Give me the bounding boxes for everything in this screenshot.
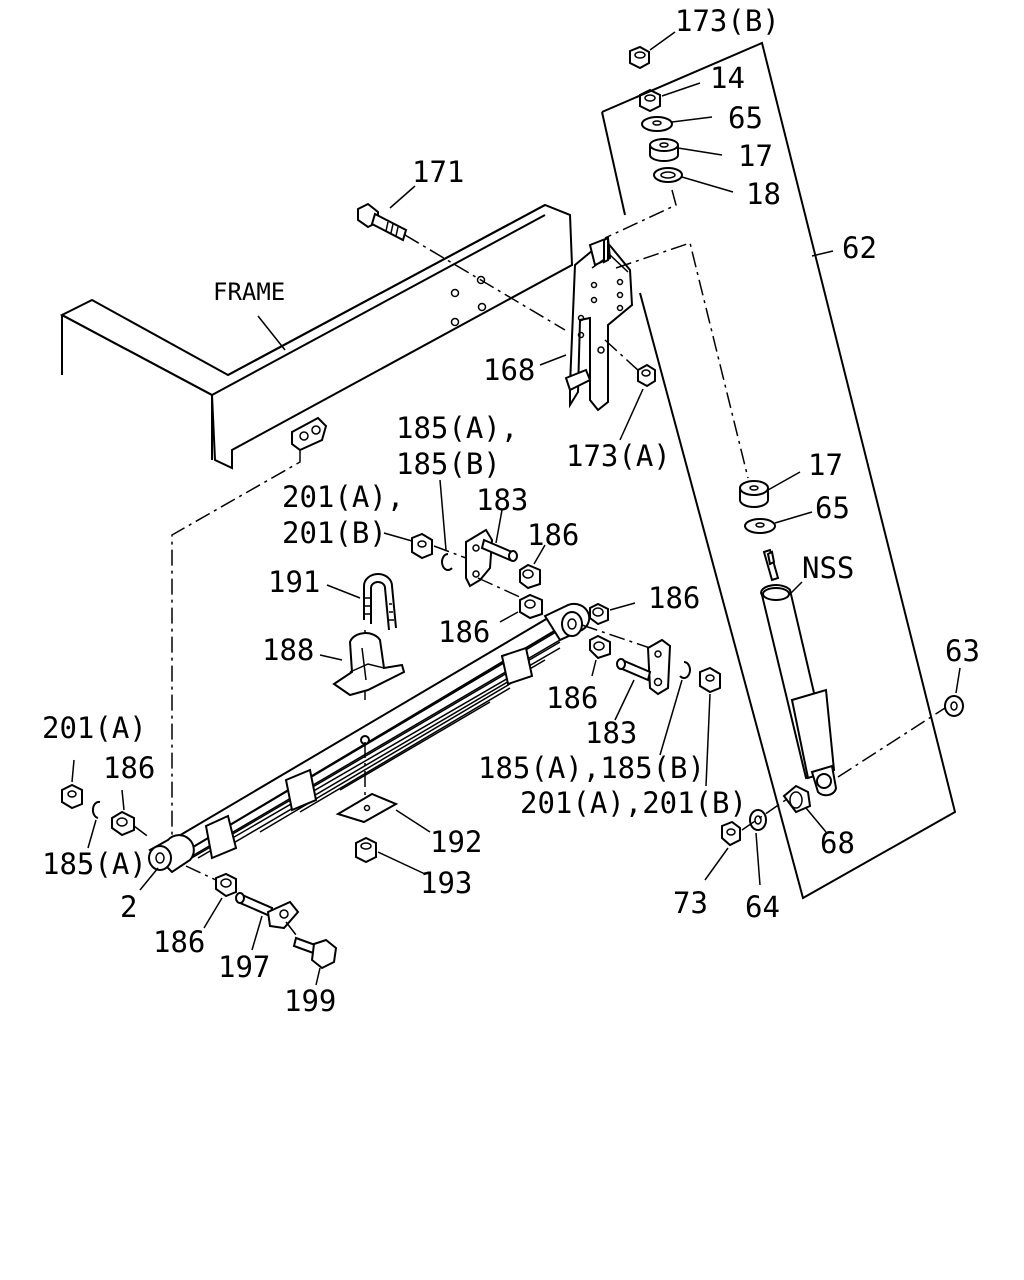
nut-201a-left	[61, 783, 83, 810]
callout-65-lower: 65	[815, 491, 850, 525]
callout-168: 168	[483, 353, 535, 387]
clip-185ab-lower	[679, 661, 691, 679]
callout-185ab-top-2: 185(B)	[396, 447, 501, 481]
bushing-186-mid	[519, 593, 543, 620]
clip-185ab-upper	[441, 553, 453, 571]
bolt-171	[357, 202, 408, 242]
callout-18: 18	[746, 177, 781, 211]
bushing-186-rear-a	[589, 602, 609, 626]
callout-185ab-mid: 185(A),185(B)	[478, 751, 705, 785]
shackle-lower-183	[616, 638, 672, 696]
clip-185a-left	[91, 800, 101, 819]
callout-199: 199	[284, 984, 336, 1018]
nut-201ab-upper	[411, 532, 433, 560]
callout-2: 2	[120, 890, 137, 924]
callout-nss: NSS	[802, 551, 854, 585]
bushing-68	[782, 784, 812, 814]
callout-183-upper: 183	[476, 483, 528, 517]
callout-201ab-top-1: 201(A),	[282, 480, 404, 514]
leaf-spring	[148, 602, 591, 874]
callout-186-mid: 186	[438, 615, 490, 649]
washer-65-lower	[744, 518, 776, 534]
bushing-186-upper	[519, 563, 541, 590]
nut-201ab-lower	[699, 666, 721, 694]
plate-192	[335, 792, 399, 824]
callout-191: 191	[268, 565, 320, 599]
washer-63	[944, 695, 964, 717]
bushing-17-upper	[649, 138, 679, 162]
bushing-17-lower	[739, 480, 769, 508]
saddle-188	[332, 632, 406, 697]
callout-62: 62	[842, 231, 877, 265]
callout-197: 197	[218, 950, 270, 984]
callout-14: 14	[710, 61, 745, 95]
callout-201ab-mid: 201(A),201(B)	[520, 786, 747, 820]
callout-186-upper: 186	[527, 518, 579, 552]
callout-186-front: 186	[153, 925, 205, 959]
nut-73	[721, 820, 741, 847]
washer-65-upper	[641, 116, 673, 132]
shackle-upper-183	[465, 528, 518, 588]
frame-label: FRAME	[213, 278, 285, 306]
callout-63: 63	[945, 634, 980, 668]
bushing-186-rear-b	[589, 634, 611, 660]
nut-173b	[629, 45, 650, 70]
callout-65-upper: 65	[728, 101, 763, 135]
pin-197	[235, 892, 300, 930]
callout-192: 192	[430, 825, 482, 859]
shock-absorber	[760, 548, 838, 797]
callout-193: 193	[420, 866, 472, 900]
u-bolt-191	[363, 573, 397, 631]
nut-14	[639, 88, 661, 113]
bolt-199	[292, 936, 338, 970]
nut-193	[355, 836, 377, 864]
washer-64	[749, 809, 767, 831]
callout-186-rear-a: 186	[648, 581, 700, 615]
callout-68: 68	[820, 826, 855, 860]
callout-186-rear-b: 186	[546, 681, 598, 715]
callout-201a-left: 201(A)	[42, 711, 147, 745]
callout-201ab-top-2: 201(B)	[282, 516, 387, 550]
callout-64: 64	[745, 890, 780, 924]
bushing-186-left	[111, 810, 135, 837]
frame-rail	[59, 203, 574, 470]
callout-173b: 173(B)	[675, 4, 780, 38]
washer-18	[653, 167, 683, 183]
callout-188: 188	[262, 633, 314, 667]
callout-185a-left: 185(A)	[42, 847, 147, 881]
nut-173a	[637, 363, 656, 388]
callout-185ab-top-1: 185(A),	[396, 411, 518, 445]
callout-17-upper: 17	[738, 139, 773, 173]
callout-173a: 173(A)	[566, 439, 671, 473]
bushing-186-front	[215, 872, 237, 898]
callout-183-lower: 183	[585, 716, 637, 750]
spring-eye-rear	[543, 602, 591, 642]
spring-eye-front	[148, 834, 195, 874]
callout-73: 73	[673, 886, 708, 920]
hanger-bracket-168	[564, 236, 634, 412]
callout-186-left: 186	[103, 751, 155, 785]
callout-17-lower: 17	[808, 448, 843, 482]
callout-171: 171	[412, 155, 464, 189]
